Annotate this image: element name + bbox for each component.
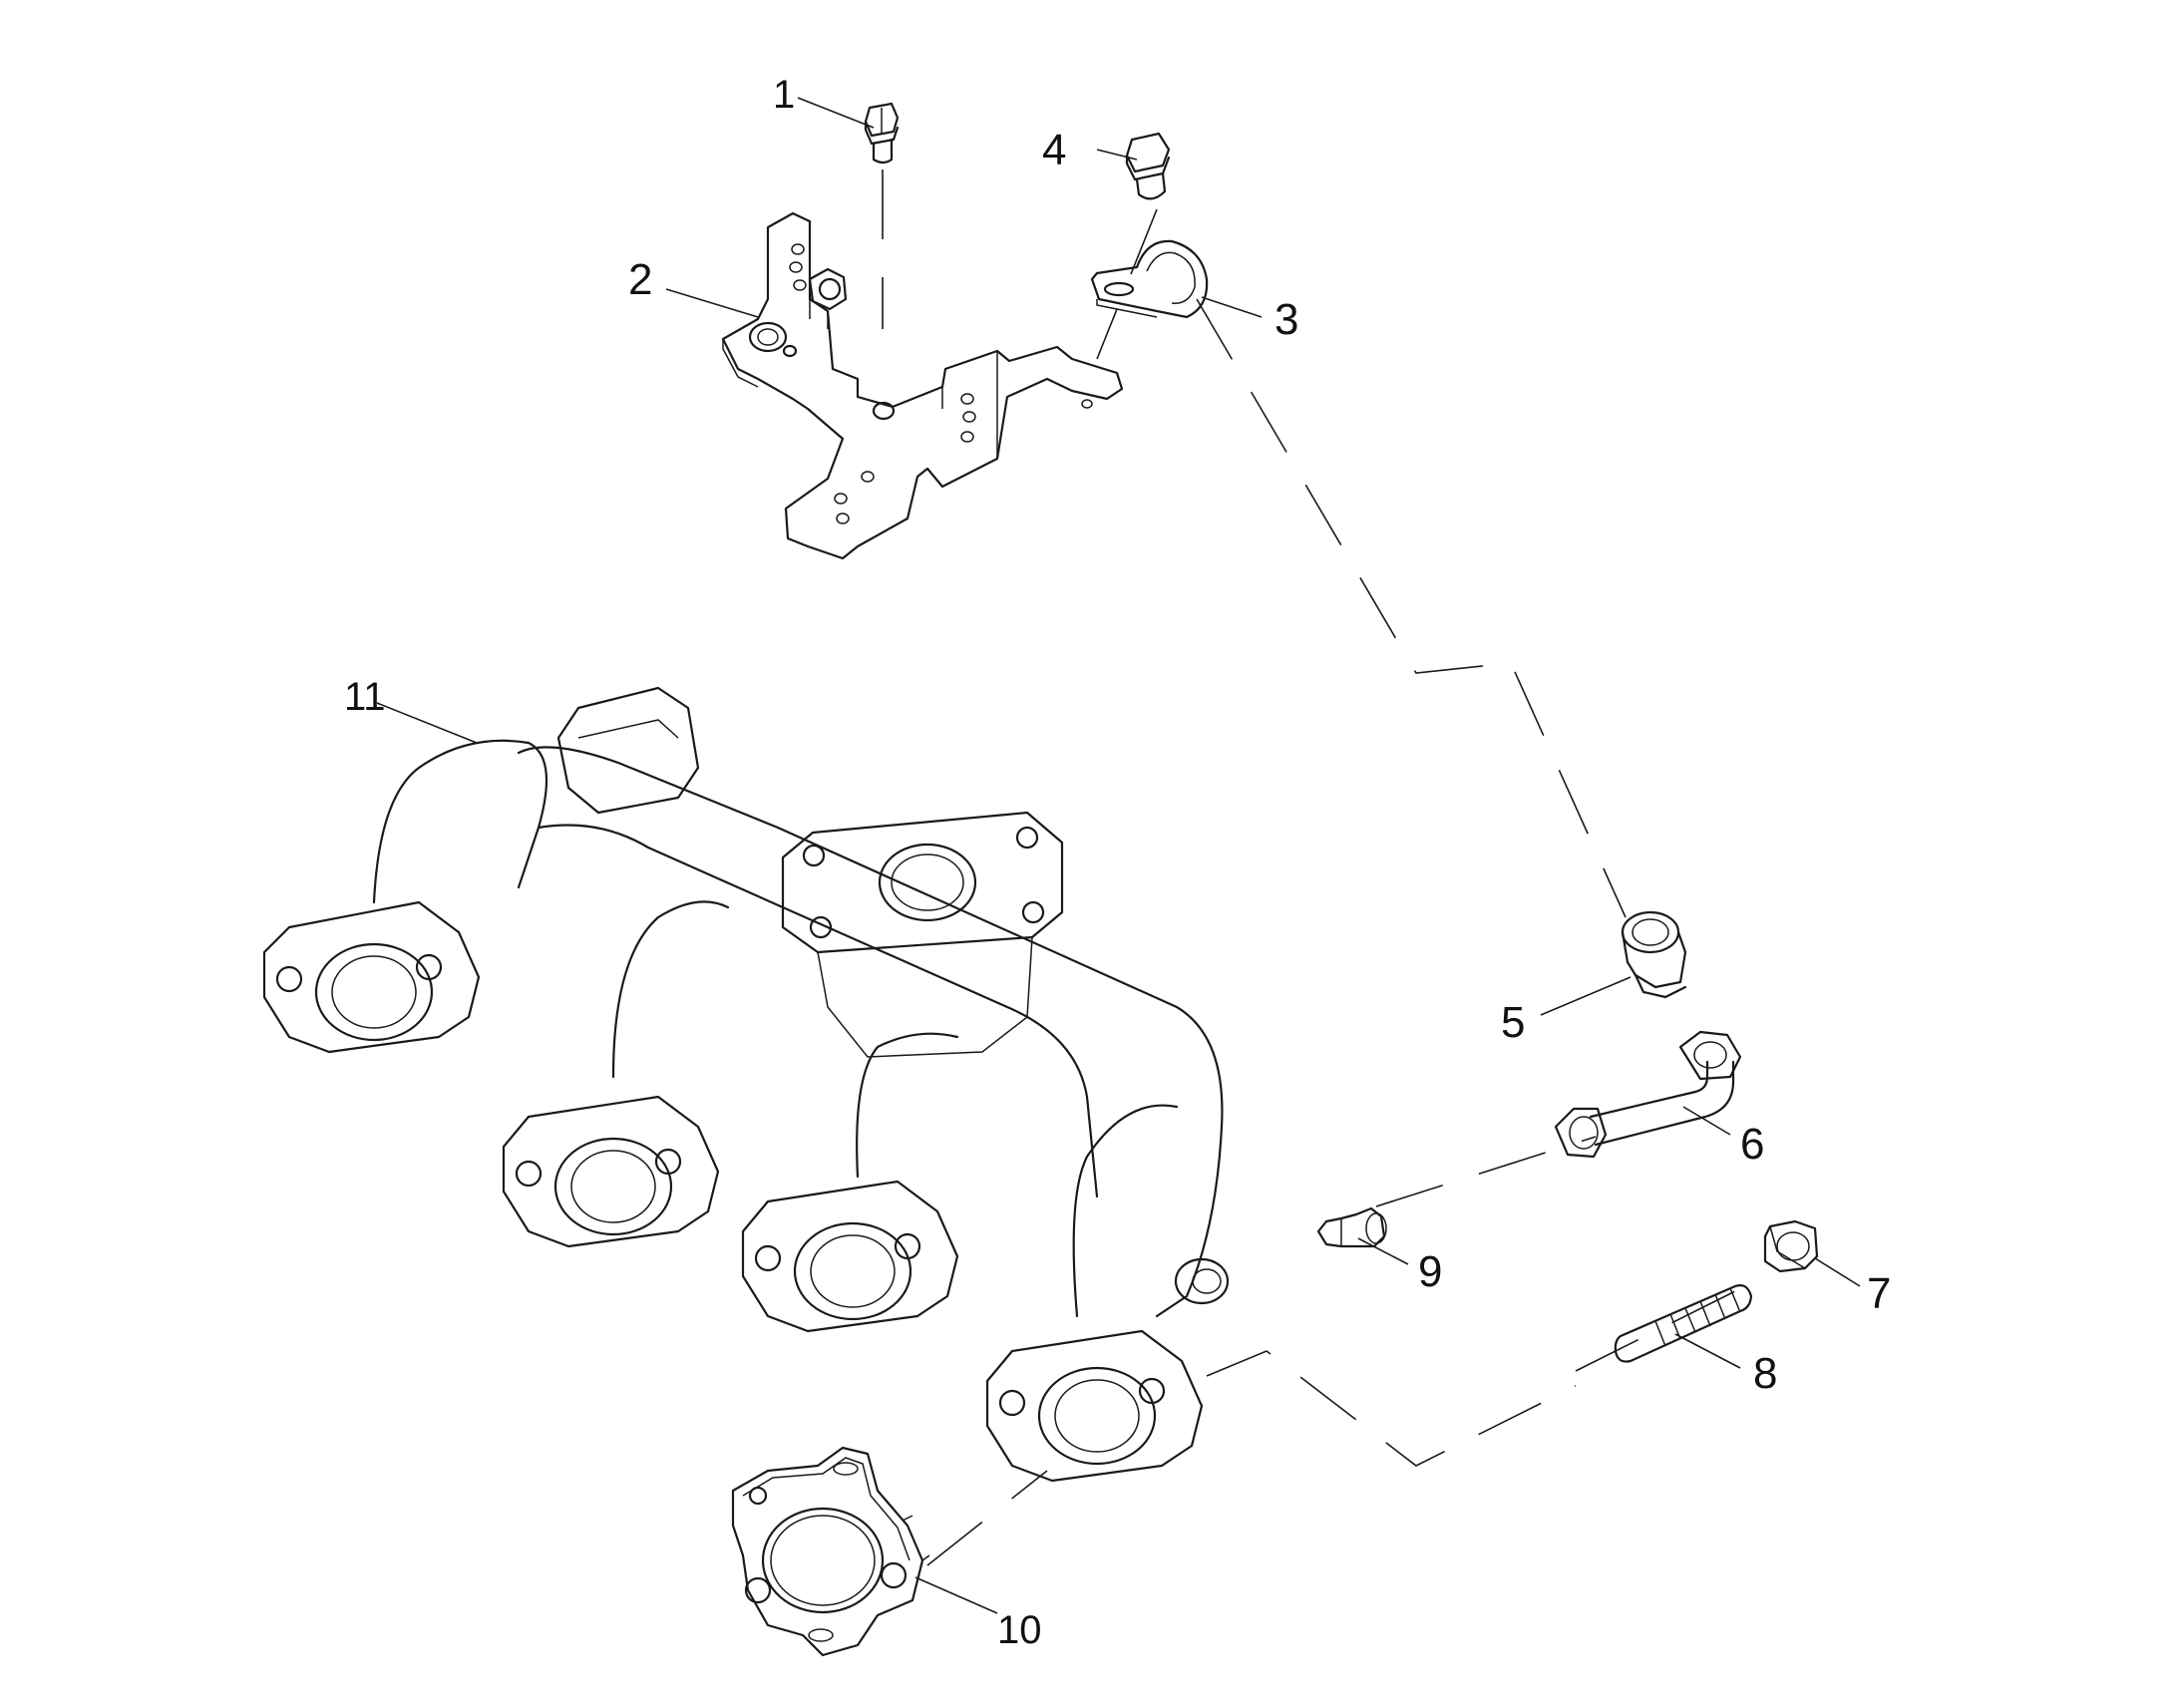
leader-4 bbox=[1096, 149, 1138, 161]
callout-4: 4 bbox=[1042, 126, 1066, 174]
leader-2 bbox=[665, 288, 759, 318]
callout-3: 3 bbox=[1274, 295, 1298, 344]
tube-part-6 bbox=[1554, 1030, 1742, 1159]
callout-6: 6 bbox=[1740, 1120, 1764, 1169]
exhaust-manifold-part-11 bbox=[262, 686, 1230, 1483]
leader-7 bbox=[1814, 1257, 1861, 1287]
bracket-part-2 bbox=[721, 211, 1124, 560]
gasket-part-10 bbox=[731, 1446, 930, 1657]
leader-10 bbox=[914, 1576, 998, 1614]
callout-10: 10 bbox=[997, 1608, 1042, 1652]
leader-3 bbox=[1201, 296, 1263, 318]
callout-9: 9 bbox=[1418, 1247, 1442, 1296]
clamp-part-3 bbox=[1090, 239, 1209, 319]
leader-6 bbox=[1682, 1106, 1731, 1136]
guide-line-manifold-stud bbox=[1206, 1350, 1577, 1467]
callout-labels: 1 2 3 4 5 6 7 8 9 10 11 bbox=[344, 73, 1891, 1652]
leader-1 bbox=[797, 97, 875, 129]
guide-line-8 bbox=[1575, 1280, 1756, 1372]
leader-lines bbox=[376, 97, 1861, 1614]
fitting-part-9 bbox=[1316, 1206, 1387, 1248]
callout-5: 5 bbox=[1501, 998, 1525, 1047]
callout-8: 8 bbox=[1753, 1349, 1777, 1398]
callout-7: 7 bbox=[1867, 1269, 1891, 1318]
callout-1: 1 bbox=[773, 73, 795, 117]
guide-line-9-6 bbox=[1375, 1136, 1597, 1207]
guide-line-3-5 bbox=[1196, 298, 1627, 918]
guide-line-4 bbox=[1096, 208, 1158, 360]
leader-5 bbox=[1540, 976, 1632, 1016]
callout-2: 2 bbox=[628, 255, 652, 304]
leader-11 bbox=[376, 702, 478, 744]
callout-11: 11 bbox=[344, 675, 386, 719]
assembly-guide-lines bbox=[882, 170, 1756, 1566]
bolt-part-1 bbox=[864, 102, 900, 165]
stud-part-8 bbox=[1614, 1284, 1753, 1363]
fitting-part-5 bbox=[1621, 910, 1687, 999]
bolt-part-4 bbox=[1125, 132, 1171, 200]
leader-9 bbox=[1357, 1237, 1409, 1265]
guide-line-gasket bbox=[926, 1470, 1048, 1566]
leader-8 bbox=[1674, 1333, 1741, 1369]
nut-part-7 bbox=[1763, 1219, 1819, 1273]
